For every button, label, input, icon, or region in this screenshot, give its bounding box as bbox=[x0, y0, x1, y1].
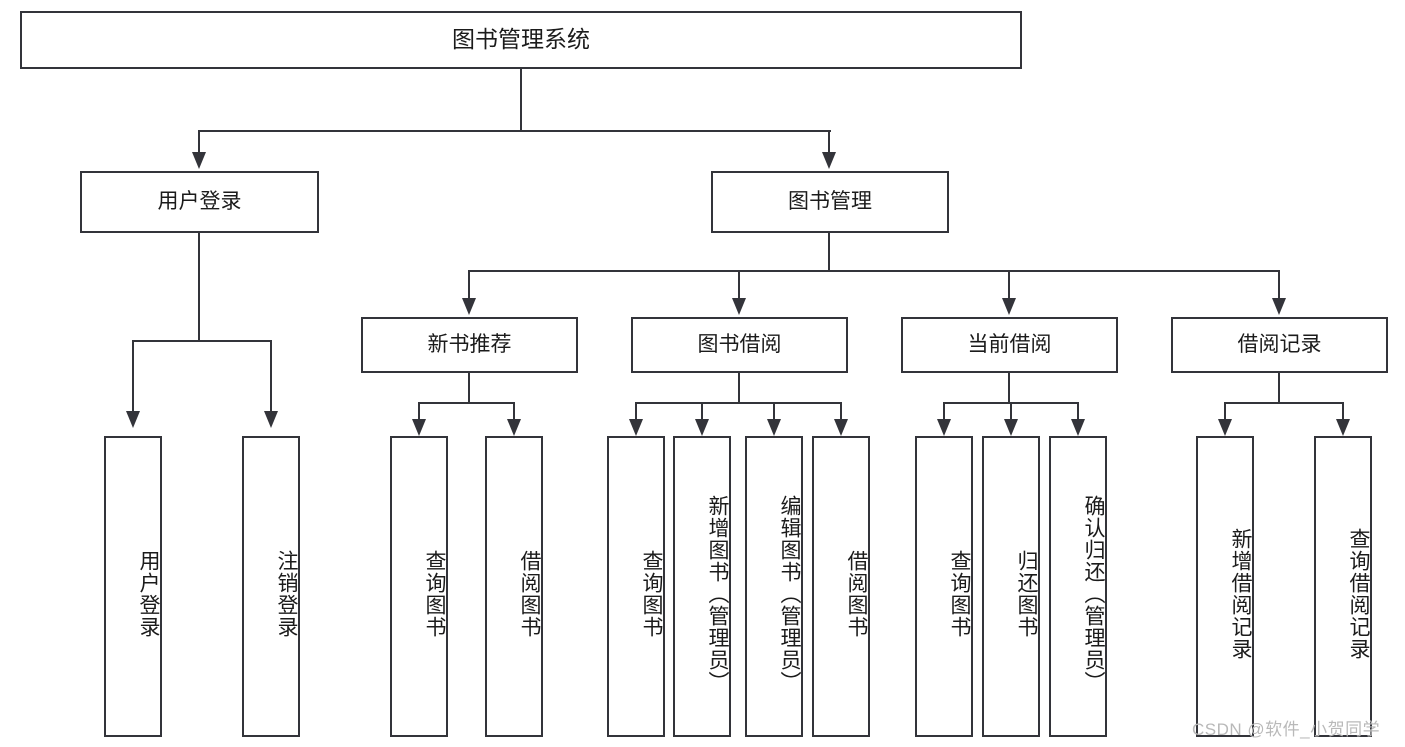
connector-root-to-book-mgmt bbox=[828, 130, 830, 153]
node-label: 查询图书 bbox=[948, 549, 971, 638]
connector-root-to-user-login bbox=[198, 130, 200, 153]
connector-new-book-c2 bbox=[513, 402, 515, 420]
arrow-book-mgmt-to-current bbox=[1002, 298, 1016, 315]
leaf-current-borrow-confirm[interactable]: 确认归还（管理员） bbox=[1049, 436, 1107, 737]
connector-current-borrow-stem bbox=[1008, 373, 1010, 403]
connector-book-mgmt-c1 bbox=[468, 270, 470, 299]
leaf-user-login[interactable]: 用户登录 bbox=[104, 436, 162, 737]
node-label: 图书借阅 bbox=[697, 332, 782, 356]
connector-current-borrow-c1 bbox=[943, 402, 945, 420]
connector-book-mgmt-c2 bbox=[738, 270, 740, 299]
node-label: 当前借阅 bbox=[967, 332, 1052, 356]
node-new-book-recommend[interactable]: 新书推荐 bbox=[361, 317, 578, 373]
node-label: 注销登录 bbox=[275, 549, 298, 638]
arrow-current-borrow-to-return bbox=[1004, 419, 1018, 436]
connector-borrow-record-stem bbox=[1278, 373, 1280, 403]
leaf-user-logout[interactable]: 注销登录 bbox=[242, 436, 300, 737]
node-label: 确认归还（管理员） bbox=[1082, 494, 1105, 693]
arrow-book-borrow-to-lend bbox=[834, 419, 848, 436]
leaf-book-borrow-query[interactable]: 查询图书 bbox=[607, 436, 665, 737]
connector-borrow-record-c2 bbox=[1342, 402, 1344, 420]
node-book-borrow[interactable]: 图书借阅 bbox=[631, 317, 848, 373]
leaf-book-borrow-lend[interactable]: 借阅图书 bbox=[812, 436, 870, 737]
node-label: 用户登录 bbox=[137, 549, 160, 638]
arrow-new-book-to-query bbox=[412, 419, 426, 436]
leaf-current-borrow-query[interactable]: 查询图书 bbox=[915, 436, 973, 737]
connector-user-login-stem bbox=[198, 233, 200, 341]
connector-book-borrow-bar bbox=[636, 402, 842, 404]
connector-current-borrow-c2 bbox=[1010, 402, 1012, 420]
connector-current-borrow-c3 bbox=[1077, 402, 1079, 420]
arrow-borrow-record-to-add bbox=[1218, 419, 1232, 436]
leaf-new-book-query[interactable]: 查询图书 bbox=[390, 436, 448, 737]
connector-new-book-bar bbox=[419, 402, 515, 404]
connector-book-mgmt-c4 bbox=[1278, 270, 1280, 299]
connector-new-book-c1 bbox=[418, 402, 420, 420]
arrow-borrow-record-to-query bbox=[1336, 419, 1350, 436]
leaf-new-book-borrow[interactable]: 借阅图书 bbox=[485, 436, 543, 737]
node-label: 图书管理系统 bbox=[452, 26, 590, 53]
arrow-book-mgmt-to-record bbox=[1272, 298, 1286, 315]
arrow-root-to-user-login bbox=[192, 152, 206, 169]
node-current-borrow[interactable]: 当前借阅 bbox=[901, 317, 1118, 373]
node-borrow-record[interactable]: 借阅记录 bbox=[1171, 317, 1388, 373]
connector-book-borrow-c3 bbox=[773, 402, 775, 420]
arrow-book-borrow-to-add bbox=[695, 419, 709, 436]
connector-root-stem bbox=[520, 69, 522, 131]
arrow-current-borrow-to-confirm bbox=[1071, 419, 1085, 436]
arrow-book-borrow-to-query bbox=[629, 419, 643, 436]
connector-user-login-left bbox=[132, 340, 134, 412]
connector-book-borrow-c4 bbox=[840, 402, 842, 420]
connector-book-mgmt-c3 bbox=[1008, 270, 1010, 299]
node-label: 借阅记录 bbox=[1237, 332, 1322, 356]
node-label: 图书管理 bbox=[788, 189, 872, 213]
connector-borrow-record-c1 bbox=[1224, 402, 1226, 420]
arrow-user-login-to-login bbox=[126, 411, 140, 428]
arrow-book-mgmt-to-new-book bbox=[462, 298, 476, 315]
node-book-management[interactable]: 图书管理 bbox=[711, 171, 949, 233]
node-label: 查询图书 bbox=[640, 549, 663, 638]
connector-root-bar bbox=[199, 130, 831, 132]
node-label: 用户登录 bbox=[157, 189, 242, 213]
node-label: 归还图书 bbox=[1015, 549, 1038, 638]
node-label: 新增图书（管理员） bbox=[706, 494, 729, 693]
connector-book-borrow-c2 bbox=[701, 402, 703, 420]
node-user-login[interactable]: 用户登录 bbox=[80, 171, 319, 233]
leaf-book-borrow-edit[interactable]: 编辑图书（管理员） bbox=[745, 436, 803, 737]
leaf-book-borrow-add[interactable]: 新增图书（管理员） bbox=[673, 436, 731, 737]
arrow-new-book-to-borrow bbox=[507, 419, 521, 436]
leaf-borrow-record-add[interactable]: 新增借阅记录 bbox=[1196, 436, 1254, 737]
node-label: 查询借阅记录 bbox=[1347, 527, 1370, 660]
connector-book-mgmt-bar bbox=[469, 270, 1280, 272]
watermark-text: CSDN @软件_小贺同学 bbox=[1192, 720, 1381, 739]
connector-borrow-record-bar bbox=[1225, 402, 1344, 404]
node-root-system[interactable]: 图书管理系统 bbox=[20, 11, 1022, 69]
node-label: 新书推荐 bbox=[427, 332, 512, 356]
connector-user-login-bar bbox=[133, 340, 271, 342]
node-label: 查询图书 bbox=[423, 549, 446, 638]
node-label: 编辑图书（管理员） bbox=[778, 494, 801, 693]
arrow-book-mgmt-to-borrow bbox=[732, 298, 746, 315]
node-label: 借阅图书 bbox=[845, 549, 868, 638]
connector-new-book-stem bbox=[468, 373, 470, 403]
connector-book-mgmt-stem bbox=[828, 233, 830, 271]
arrow-user-login-to-logout bbox=[264, 411, 278, 428]
node-label: 新增借阅记录 bbox=[1229, 527, 1252, 660]
connector-book-borrow-stem bbox=[738, 373, 740, 403]
arrow-current-borrow-to-query bbox=[937, 419, 951, 436]
arrow-root-to-book-mgmt bbox=[822, 152, 836, 169]
connector-user-login-right bbox=[270, 340, 272, 412]
leaf-borrow-record-query[interactable]: 查询借阅记录 bbox=[1314, 436, 1372, 737]
connector-book-borrow-c1 bbox=[635, 402, 637, 420]
leaf-current-borrow-return[interactable]: 归还图书 bbox=[982, 436, 1040, 737]
node-label: 借阅图书 bbox=[518, 549, 541, 638]
arrow-book-borrow-to-edit bbox=[767, 419, 781, 436]
